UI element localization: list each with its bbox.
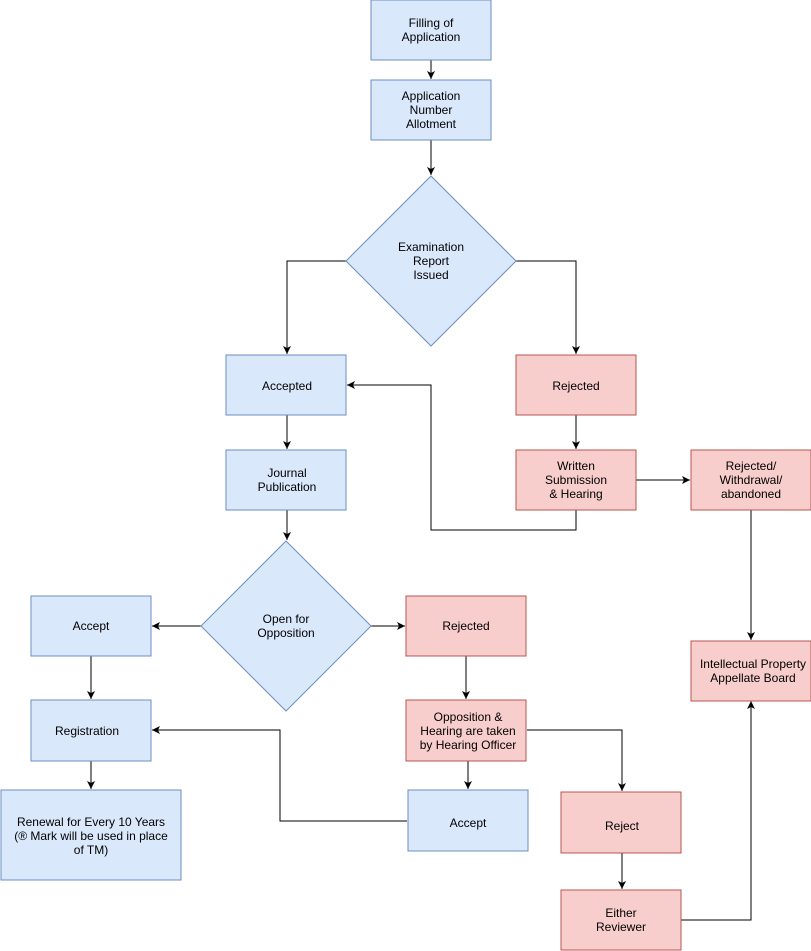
edge-written-to-accepted — [347, 381, 577, 531]
node-renewal: Renewal for Every 10 Years(® Mark will b… — [0, 789, 182, 881]
node-label: Rejected — [552, 379, 599, 393]
node-rejected-exam: Rejected — [515, 354, 637, 416]
edge-exam-to-rejected — [516, 260, 580, 354]
node-accept-opposition: Accept — [30, 595, 152, 657]
node-rejected-withdrawal-abandoned: Rejected/Withdrawal/abandoned — [690, 449, 811, 511]
node-registration: Registration — [30, 699, 152, 762]
edge-accept-to-registration-2 — [152, 726, 407, 822]
node-label: Reject — [605, 819, 640, 833]
node-label: Rejected/Withdrawal/abandoned — [720, 459, 783, 501]
node-label: Rejected — [442, 619, 489, 633]
node-accepted: Accepted — [225, 354, 347, 416]
node-label: Accepted — [262, 379, 312, 393]
node-rejected-opposition: Rejected — [405, 595, 527, 657]
node-label: Renewal for Every 10 Years(® Mark will b… — [14, 815, 168, 857]
node-label: Registration — [55, 724, 119, 738]
node-label: Accept — [73, 619, 110, 633]
edge-exam-to-accepted — [283, 260, 346, 354]
node-accept-hearing: Accept — [407, 789, 529, 852]
edge-reviewer-to-ipab — [681, 701, 755, 921]
edge-hearing-to-reject — [527, 729, 626, 791]
node-label: Accept — [450, 816, 487, 830]
node-reject-hearing: Reject — [560, 791, 682, 854]
edges — [87, 60, 755, 921]
